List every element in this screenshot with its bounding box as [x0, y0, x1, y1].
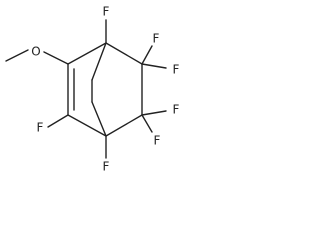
atom-label-f-c7b: F	[173, 63, 180, 77]
atom-label-f-c3: F	[37, 121, 44, 135]
bond-c8-f-right	[141, 110, 167, 116]
atom-label-f-c7a: F	[153, 32, 160, 46]
bond-o-c2	[43, 51, 69, 65]
bond-c1-c5	[91, 42, 107, 81]
bond-c7-f-up	[141, 45, 153, 65]
bond-c7-f-right	[141, 63, 167, 69]
bond-c3-f	[47, 114, 69, 128]
atom-label-f-c1: F	[103, 5, 110, 19]
atom-label-o: O	[31, 45, 40, 59]
bond-ch3-o	[5, 49, 29, 62]
bond-c8-f-down	[141, 114, 153, 133]
bond-c2-c1	[67, 42, 107, 65]
bond-c8-c4	[105, 114, 143, 137]
atom-label-f-c8b: F	[154, 134, 161, 148]
structure-diagram: O F F F F F F F	[5, 5, 180, 174]
bond-c1-c7	[105, 42, 143, 65]
bond-c6-c4	[91, 101, 107, 137]
atom-label-f-c4: F	[103, 160, 110, 174]
atom-label-f-c8a: F	[173, 103, 180, 117]
bond-c3-c4	[67, 114, 107, 137]
